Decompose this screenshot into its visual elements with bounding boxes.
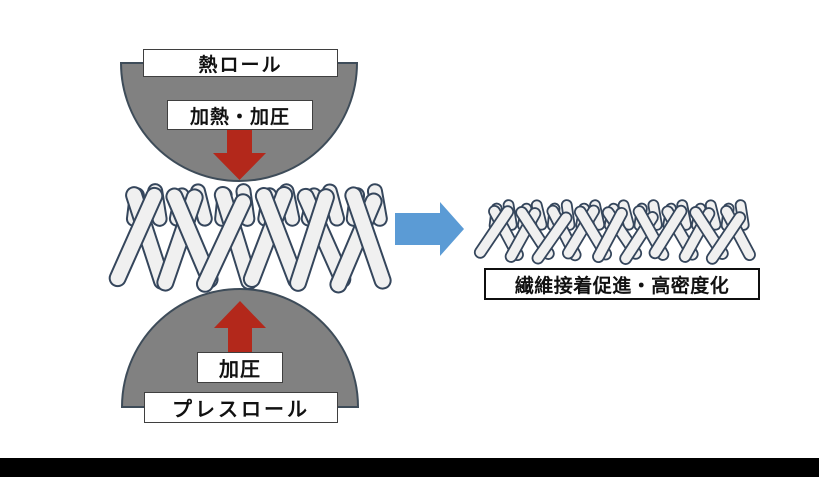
fiber-strand — [592, 206, 628, 264]
letterbox-bar — [0, 458, 819, 477]
fiber-strand — [648, 204, 688, 260]
fiber-strand — [473, 205, 515, 259]
fiber-strand — [705, 211, 747, 265]
process-right-arrow-icon — [395, 202, 464, 256]
fiber-strand — [289, 188, 335, 292]
fiber-strand — [195, 193, 253, 293]
top-roller-label: 熱ロール — [143, 49, 338, 77]
press-label: 加圧 — [197, 352, 283, 383]
heat-press-label: 加熱・加圧 — [167, 100, 313, 130]
fiber-strand — [531, 211, 573, 265]
fiber-strand — [344, 186, 392, 290]
press-up-arrow-icon — [214, 301, 266, 352]
bottom-roller-label: プレスロール — [144, 392, 338, 423]
fiber-strand — [108, 186, 164, 288]
result-label: 繊維接着促進・高密度化 — [484, 268, 760, 300]
fiber-web-before — [108, 183, 392, 294]
heat-press-down-arrow-icon — [213, 126, 266, 180]
fiber-web-after — [473, 199, 756, 265]
